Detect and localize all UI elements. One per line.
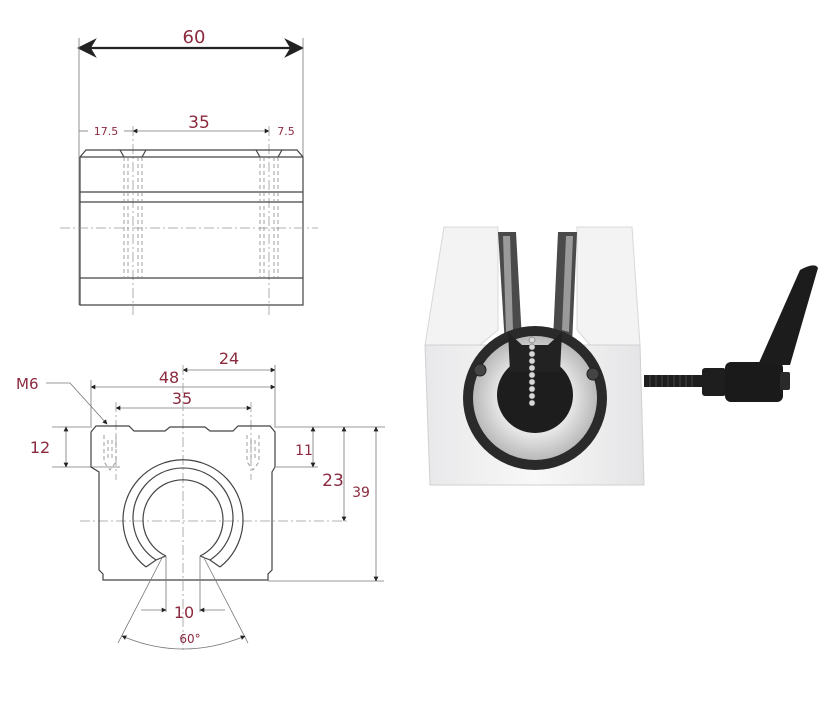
top-view: 60 35 17.5 7.5 bbox=[60, 27, 318, 315]
product-photo bbox=[424, 226, 818, 486]
dim-label-hole-spacing-front: 35 bbox=[172, 389, 192, 408]
dim-label-flange-height: 12 bbox=[30, 438, 50, 457]
ball-row bbox=[528, 336, 536, 407]
dim-label-right-offset: 7.5 bbox=[277, 125, 295, 138]
outer-ring bbox=[122, 459, 244, 568]
dim-label-overall-length: 60 bbox=[183, 27, 206, 48]
dim-label-left-offset: 17.5 bbox=[94, 125, 119, 138]
front-view-block-outline bbox=[90, 425, 276, 581]
top-view-block-outline bbox=[79, 149, 304, 306]
dim-label-center-height: 23 bbox=[322, 471, 344, 491]
dim-label-hole-spacing-top: 35 bbox=[188, 113, 210, 133]
clamping-lever-handle bbox=[758, 265, 818, 365]
dim-label-slot-width: 10 bbox=[174, 603, 194, 622]
inner-bore bbox=[142, 479, 224, 557]
thread-label: M6 bbox=[16, 375, 39, 393]
dim-label-overall-width: 48 bbox=[159, 368, 179, 387]
front-view: M6 24 48 35 12 11 23 39 bbox=[16, 349, 385, 650]
dim-label-half-width: 24 bbox=[219, 349, 239, 368]
clamping-lever-hub bbox=[725, 362, 783, 402]
dim-label-opening-angle: 60° bbox=[179, 632, 200, 646]
dim-label-overall-height: 39 bbox=[352, 485, 370, 501]
dim-label-thread-depth: 11 bbox=[295, 443, 313, 459]
